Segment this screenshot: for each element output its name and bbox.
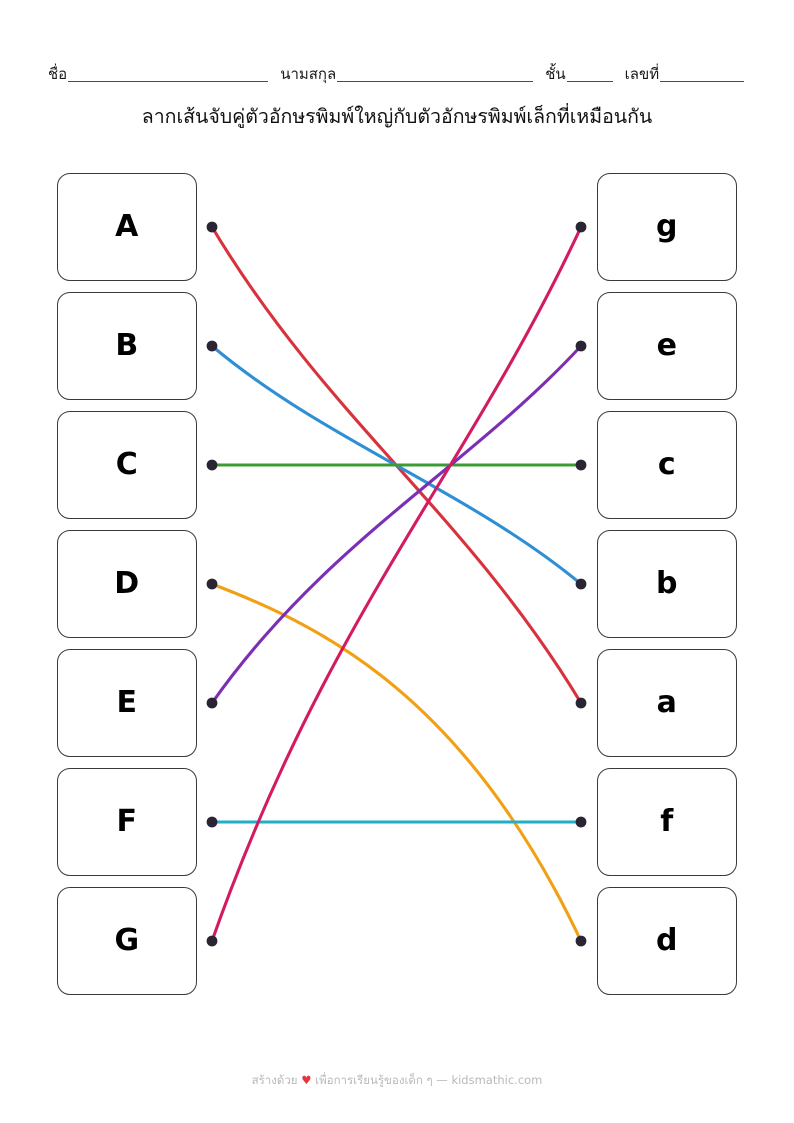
connector-dot-left-D[interactable] — [206, 578, 218, 590]
connector-line-a-a — [210, 225, 583, 705]
name-label: ชื่อ — [48, 65, 68, 84]
connector-dot-right-d[interactable] — [575, 935, 587, 947]
uppercase-card[interactable]: D — [57, 530, 197, 638]
card-letter: b — [656, 566, 678, 601]
name-input-line[interactable] — [68, 67, 269, 82]
uppercase-card[interactable]: F — [57, 768, 197, 876]
surname-input-line[interactable] — [337, 67, 534, 82]
card-letter: a — [656, 685, 678, 720]
class-input-line[interactable] — [566, 67, 613, 82]
connector-dot-left-F[interactable] — [206, 816, 218, 828]
connector-dot-right-f[interactable] — [575, 816, 587, 828]
lowercase-card[interactable]: f — [597, 768, 737, 876]
card-letter: A — [115, 209, 139, 244]
uppercase-card[interactable]: E — [57, 649, 197, 757]
card-letter: C — [115, 447, 139, 482]
card-letter: B — [115, 328, 139, 363]
lowercase-card[interactable]: b — [597, 530, 737, 638]
card-letter: E — [116, 685, 138, 720]
lowercase-card[interactable]: d — [597, 887, 737, 995]
connector-line-e-e — [210, 344, 583, 705]
connector-dot-left-G[interactable] — [206, 935, 218, 947]
lowercase-card[interactable]: c — [597, 411, 737, 519]
card-letter: d — [656, 923, 678, 958]
class-label: ชั้น — [545, 65, 566, 84]
number-input-line[interactable] — [660, 67, 744, 82]
footer-prefix: สร้างด้วย — [251, 1073, 298, 1087]
card-letter: F — [116, 804, 138, 839]
surname-label: นามสกุล — [280, 65, 337, 84]
connector-dot-right-g[interactable] — [575, 221, 587, 233]
instruction-text: ลากเส้นจับคู่ตัวอักษรพิมพ์ใหญ่กับตัวอักษ… — [141, 105, 653, 128]
uppercase-card[interactable]: B — [57, 292, 197, 400]
lowercase-card[interactable]: a — [597, 649, 737, 757]
student-info-row: ชื่อ นามสกุล ชั้น เลขที่ — [48, 58, 746, 84]
connector-dot-left-C[interactable] — [206, 459, 218, 471]
connector-dot-left-A[interactable] — [206, 221, 218, 233]
footer-middle: เพื่อการเรียนรู้ของเด็ก ๆ — — [315, 1073, 448, 1087]
card-letter: G — [114, 923, 140, 958]
card-letter: D — [114, 566, 140, 601]
connector-dot-right-b[interactable] — [575, 578, 587, 590]
connector-dot-right-a[interactable] — [575, 697, 587, 709]
lowercase-card[interactable]: e — [597, 292, 737, 400]
card-letter: f — [660, 804, 674, 839]
uppercase-card[interactable]: G — [57, 887, 197, 995]
connector-line-d-d — [210, 582, 583, 943]
number-label: เลขที่ — [624, 65, 660, 84]
card-letter: c — [657, 447, 677, 482]
connector-dot-left-E[interactable] — [206, 697, 218, 709]
connector-line-b-b — [210, 344, 583, 586]
footer-credit: สร้างด้วย ♥ เพื่อการเรียนรู้ของเด็ก ๆ — … — [0, 1072, 794, 1090]
card-letter: g — [656, 209, 678, 244]
card-letter: e — [656, 328, 678, 363]
lowercase-card[interactable]: g — [597, 173, 737, 281]
connector-dot-right-c[interactable] — [575, 459, 587, 471]
uppercase-card[interactable]: A — [57, 173, 197, 281]
heart-icon: ♥ — [301, 1073, 312, 1087]
uppercase-card[interactable]: C — [57, 411, 197, 519]
connector-line-g-g — [210, 225, 583, 943]
connector-dot-left-B[interactable] — [206, 340, 218, 352]
footer-site[interactable]: kidsmathic.com — [451, 1073, 543, 1087]
connector-dot-right-e[interactable] — [575, 340, 587, 352]
